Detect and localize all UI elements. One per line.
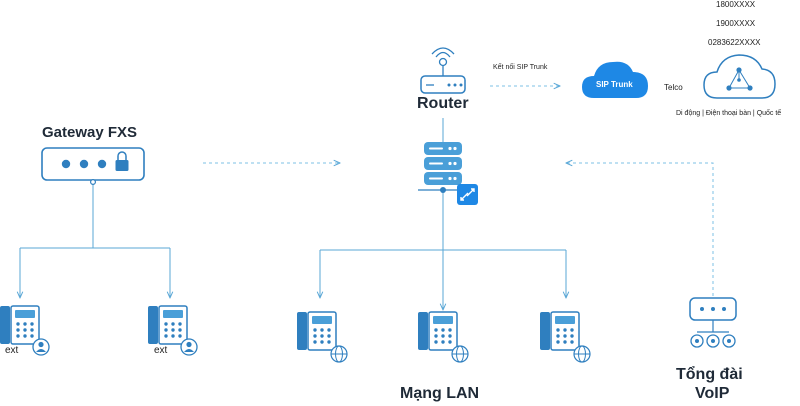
ip-phone-icon xyxy=(540,311,580,351)
router-label: Router xyxy=(417,95,469,112)
voip-pbx-icon xyxy=(689,297,737,348)
globe-icon xyxy=(573,345,591,363)
ext-label-2: ext xyxy=(154,345,168,356)
lan-label: Mạng LAN xyxy=(400,385,480,402)
ext-phone-icon xyxy=(0,305,40,345)
sip-connection-label: Kết nối SIP Trunk xyxy=(493,64,548,71)
telco-cloud-icon xyxy=(703,54,776,99)
ip-phone-icon xyxy=(297,311,337,351)
globe-icon xyxy=(330,345,348,363)
telco-number-1900: 1900XXXX xyxy=(716,19,756,28)
telco-caption: Di động | Điện thoại bàn | Quốc tế xyxy=(676,110,782,117)
sip-trunk-label: SIP Trunk xyxy=(596,80,633,89)
server-icon xyxy=(418,142,470,193)
ip-phone-icon xyxy=(418,311,458,351)
pbx-label-line2: VoIP xyxy=(695,385,730,402)
sip-trunk-cloud-icon xyxy=(582,61,648,98)
telco-number-0283: 0283622XXXX xyxy=(708,38,761,47)
router-icon xyxy=(420,47,466,94)
expand-icon xyxy=(457,184,478,205)
pbx-label-line1: Tổng đài xyxy=(676,366,743,383)
globe-icon xyxy=(451,345,469,363)
gateway-fxs-label: Gateway FXS xyxy=(42,124,138,141)
connection-lines xyxy=(20,118,566,310)
ext-phone-icon xyxy=(148,305,188,345)
dashed-links xyxy=(203,86,714,296)
gateway-fxs-icon xyxy=(41,147,145,186)
avatar-icon xyxy=(32,338,50,356)
avatar-icon xyxy=(180,338,198,356)
telco-label: Telco xyxy=(664,83,683,92)
ext-label-1: ext xyxy=(5,345,19,356)
telco-number-1800: 1800XXXX xyxy=(716,0,756,9)
